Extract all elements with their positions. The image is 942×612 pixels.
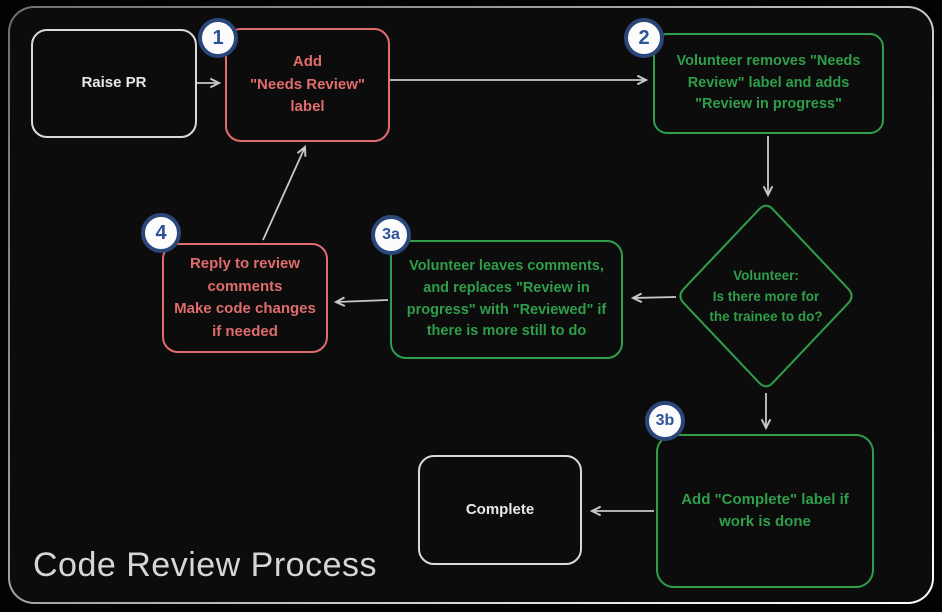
step-badge-3a-number: 3a — [382, 226, 400, 243]
node-add-complete-label: Add "Complete" label if work is done — [681, 490, 849, 531]
page-title: Code Review Process — [33, 546, 377, 584]
step-badge-1: 1 — [198, 18, 238, 58]
step-badge-4-number: 4 — [155, 221, 167, 244]
step-badge-2: 2 — [624, 18, 664, 58]
node-volunteer-leaves: Volunteer leaves comments, and replaces … — [390, 240, 623, 359]
node-volunteer-removes-label: Volunteer removes "Needs Review" label a… — [676, 52, 861, 113]
step-badge-3a: 3a — [371, 215, 411, 255]
node-volunteer-removes: Volunteer removes "Needs Review" label a… — [653, 33, 884, 134]
step-badge-3b-number: 3b — [655, 412, 675, 429]
node-add-needs-review: Add "Needs Review" label — [225, 28, 390, 142]
step-badge-4: 4 — [141, 213, 181, 253]
step-badge-1-number: 1 — [212, 26, 224, 49]
node-complete: Complete — [418, 455, 582, 565]
node-reply-comments: Reply to review comments Make code chang… — [162, 243, 328, 353]
node-add-needs-review-label: Add "Needs Review" label — [249, 53, 366, 116]
node-complete-label: Complete — [465, 500, 535, 518]
node-decision-label: Volunteer: Is there more for the trainee… — [709, 267, 823, 325]
node-raise-pr: Raise PR — [31, 29, 197, 138]
step-badge-2-number: 2 — [638, 26, 650, 49]
node-add-complete: Add "Complete" label if work is done — [656, 434, 874, 588]
node-volunteer-leaves-label: Volunteer leaves comments, and replaces … — [406, 258, 607, 340]
step-badge-3b: 3b — [645, 401, 685, 441]
node-reply-comments-label: Reply to review comments Make code chang… — [174, 255, 316, 340]
node-raise-pr-label: Raise PR — [81, 74, 147, 92]
